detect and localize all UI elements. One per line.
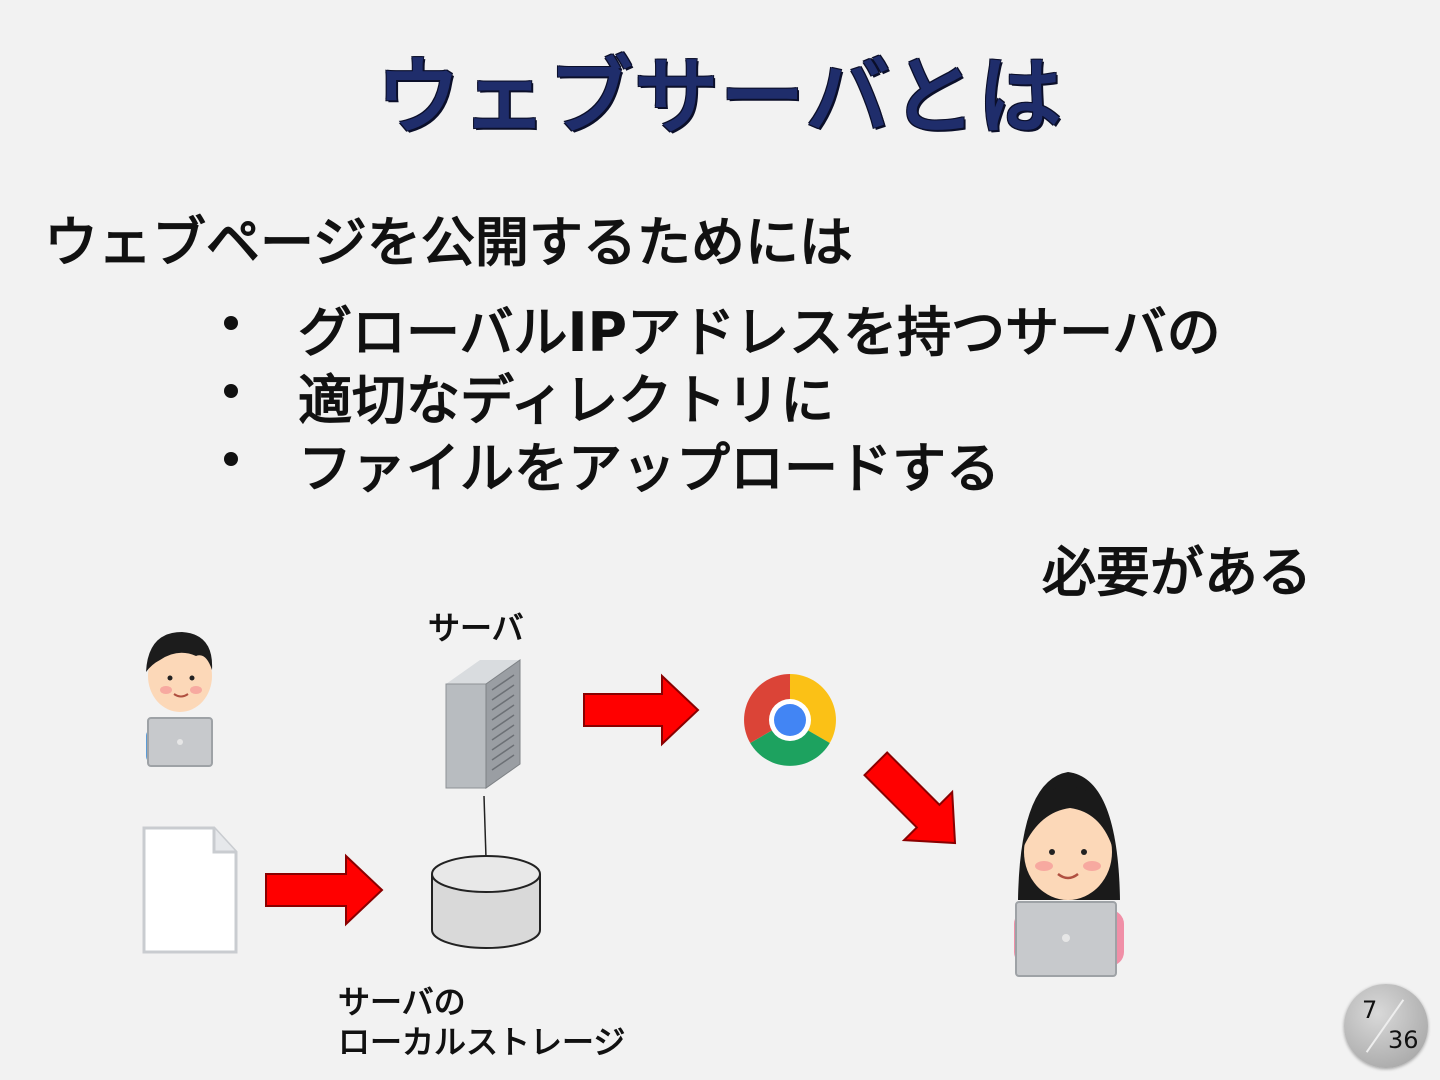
page-number-badge: 7 36: [1344, 984, 1428, 1068]
user-female-laptop-icon: [1014, 772, 1124, 976]
server-label: サーバ: [428, 608, 524, 648]
browser-chrome-icon: [744, 674, 836, 766]
storage-cylinder-icon: [432, 856, 540, 948]
arrow-right-icon: [266, 856, 382, 924]
connector-line: [484, 796, 486, 858]
storage-label-line2: ローカルストレージ: [338, 1022, 625, 1062]
arrow-down-right-icon: [852, 740, 979, 867]
page-total: 36: [1388, 1026, 1419, 1054]
server-icon: [446, 660, 520, 788]
storage-label: サーバの ローカルストレージ: [338, 982, 625, 1062]
arrow-right-icon: [584, 676, 698, 744]
page-current: 7: [1362, 996, 1377, 1024]
document-file-icon: [144, 828, 236, 952]
storage-label-line1: サーバの: [338, 982, 625, 1022]
user-male-laptop-icon: [146, 632, 212, 766]
